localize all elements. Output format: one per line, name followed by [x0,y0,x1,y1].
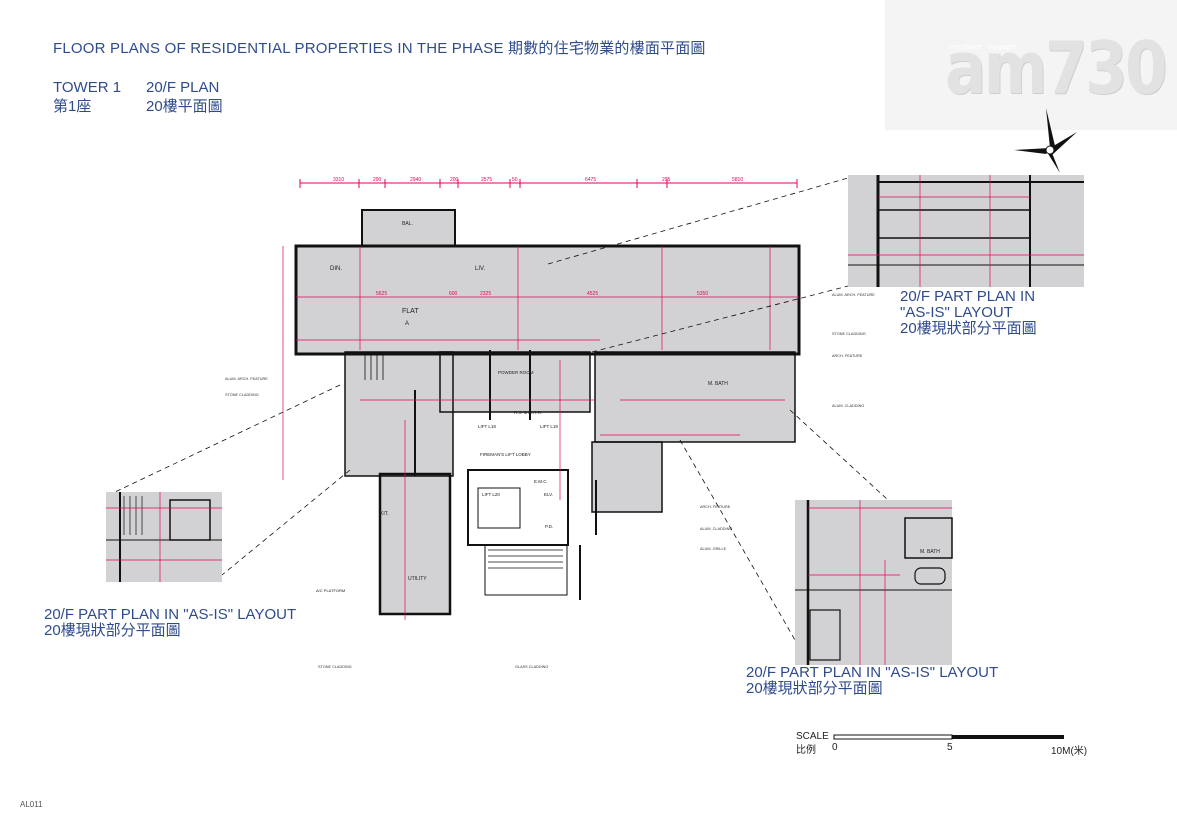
room-lift-19: LIFT L19 [540,424,558,429]
svg-text:200: 200 [450,177,459,183]
inset-room-mbath: M. BATH [920,549,940,555]
room-rsmrr: R.S. & M.R.R. [514,410,542,415]
caption-top-right: 20/F PART PLAN IN "AS-IS" LAYOUT 20樓現狀部分… [900,289,1037,337]
svg-text:50: 50 [512,177,518,183]
inset-top-right-plan [848,175,1084,287]
svg-text:2575: 2575 [481,177,492,183]
note-arch-right: ARCH. FEATURE [832,354,863,358]
balcony-area [362,210,455,246]
ensuite-area [592,442,662,512]
svg-text:5810: 5810 [732,177,743,183]
room-utility: UTILITY [408,576,427,582]
caption-bottom-right-line2: 20樓現狀部分平面圖 [746,680,883,697]
flat-living-area [296,246,799,354]
caption-top-right-line1: 20/F PART PLAN IN [900,288,1036,305]
room-emc: E.M.C. [534,479,548,484]
compass-north-arrow [1014,108,1077,173]
main-plan-room-labels: DIN. LIV. FLAT A BAL. KIT. UTILITY POWDE… [316,221,728,593]
am730-logo: am730 [945,26,1168,110]
svg-text:3310: 3310 [333,177,344,183]
main-plan-dimension-labels: 5625 600 2325 4525 5350 [376,291,708,297]
kitchen-area [380,474,450,614]
svg-text:290: 290 [373,177,382,183]
powder-lift-area [440,352,590,412]
corridor-area [345,352,453,476]
scale-bar [833,734,1064,740]
scale-tick-10: 10M(米) [1051,746,1088,757]
tower-label-zh: 第1座 [53,98,92,115]
room-kit: KIT. [380,511,389,517]
note-ac-platform: A/C PLATFORM [316,588,345,593]
room-lift-20: LIFT L20 [482,492,500,497]
room-lift-18: LIFT L18 [478,424,496,429]
svg-text:2940: 2940 [410,177,421,183]
svg-text:600: 600 [449,291,458,297]
top-dimension-line [299,179,798,188]
note-glass-bottom: GLASS CLADDING [515,665,548,669]
room-powder: POWDER ROOM [498,370,534,375]
room-lobby: FIREMAN'S LIFT LOBBY [480,452,531,457]
main-plan-walls [294,209,801,616]
caption-bottom-right: 20/F PART PLAN IN "AS-IS" LAYOUT 20樓現狀部分… [746,665,998,697]
tower-heading-zh: 第1座 20樓平面圖 [53,95,223,116]
svg-text:295: 295 [662,177,671,183]
caption-top-right-line3: 20樓現狀部分平面圖 [900,320,1037,337]
note-alum-arch-right: ALUM. ARCH. FEATURE [832,293,875,297]
scale-tick-0: 0 [832,742,838,753]
room-flat: FLAT [402,308,419,315]
scale-tick-5: 5 [947,742,953,753]
note-alum-grille: ALUM. GRILLE [700,547,727,551]
room-flat-mark: A [405,321,409,327]
caption-left: 20/F PART PLAN IN "AS-IS" LAYOUT 20樓現狀部分… [44,607,296,639]
plan-label: 20/F PLAN [146,79,220,96]
staircase [364,355,563,569]
room-liv: LIV. [475,266,485,272]
tower-label: TOWER 1 [53,79,122,96]
room-bal: BAL. [402,221,413,227]
page-title: FLOOR PLANS OF RESIDENTIAL PROPERTIES IN… [53,40,706,57]
caption-bottom-right-line1: 20/F PART PLAN IN "AS-IS" LAYOUT [746,664,999,681]
inset-leader-lines [114,177,889,641]
logo-background [885,0,1177,130]
inset-left-plan [106,492,222,582]
note-stone-left: STONE CLADDING [225,393,259,397]
main-plan-annotations: ALUM. ARCH. FEATURE STONE CLADDING ALUM.… [225,293,875,669]
main-plan-fills [296,210,799,614]
caption-left-line2: 20樓現狀部分平面圖 [44,622,181,639]
tower-heading-en: TOWER 1 20/F PLAN [53,79,219,96]
note-stone-right: STONE CLADDING [832,332,866,336]
svg-text:6475: 6475 [585,177,596,183]
note-alum-cladding-right: ALUM. CLADDING [832,404,864,408]
room-pd: P.D. [545,524,553,529]
note-alum-cladding: ALUM. CLADDING [700,527,732,531]
svg-text:5350: 5350 [697,291,708,297]
svg-text:2325: 2325 [480,291,491,297]
caption-top-right-line2: "AS-IS" LAYOUT [900,304,1013,321]
scale-label-en: SCALE [796,731,829,742]
master-bath-area [595,352,795,442]
plan-label-zh: 20樓平面圖 [146,98,223,115]
room-din: DIN. [330,266,342,272]
note-arch-feature: ARCH. FEATURE [700,505,731,509]
caption-left-line1: 20/F PART PLAN IN "AS-IS" LAYOUT [44,606,297,623]
room-mbath: M. BATH [708,381,728,387]
page-id: AL011 [20,800,43,809]
svg-text:4525: 4525 [587,291,598,297]
note-alum-arch-left: ALUM. ARCH. FEATURE [225,377,268,381]
logo-tagline: my choice · my paper [950,44,1017,51]
main-plan-dimension-lines [282,246,799,620]
svg-text:5625: 5625 [376,291,387,297]
scale-label-zh: 比例 [796,745,816,756]
inset-bottom-right-plan: M. BATH [795,500,953,665]
room-elv: ELV. [544,492,553,497]
note-stone-bottom: STONE CLADDING [318,665,352,669]
top-dimension-labels: 3310 290 2940 200 2575 50 6475 295 5810 [333,177,743,183]
